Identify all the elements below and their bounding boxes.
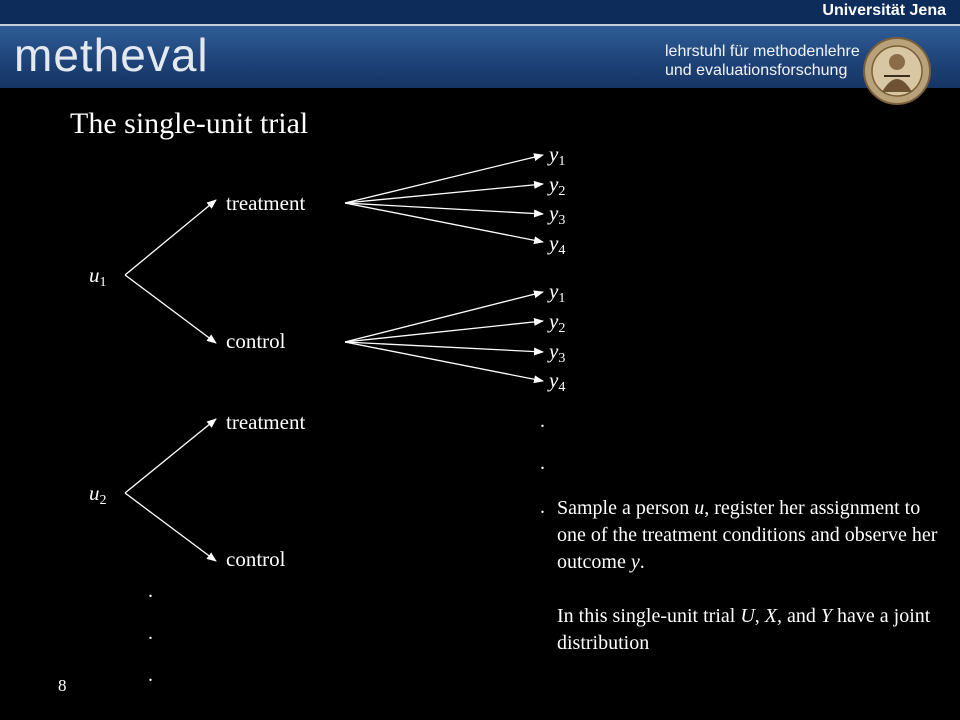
chair-line-2: und evaluationsforschung — [665, 62, 848, 79]
chair-line-1: lehrstuhl für methodenlehre — [665, 43, 860, 60]
condition-control-2: control — [226, 547, 286, 571]
top-divider — [0, 24, 960, 26]
edge-t-y4 — [344, 202, 544, 245]
chair-name: lehrstuhl für methodenlehre und evaluati… — [665, 42, 860, 80]
explanation-paragraph-1: Sample a person u, register her assignme… — [557, 497, 938, 573]
edge-t-y2 — [344, 180, 544, 204]
outcome-c-y1: y1 — [549, 279, 566, 306]
explanation-text: Sample a person u, register her assignme… — [557, 495, 952, 684]
edge-u2-control — [124, 492, 217, 562]
header-banner — [0, 26, 960, 88]
outcome-c-y4: y4 — [549, 368, 566, 395]
edge-u1-treatment — [124, 199, 217, 276]
edge-c-y1 — [344, 290, 544, 343]
unit-node-u2: u2 — [89, 481, 107, 508]
outcome-t-y2: y2 — [549, 172, 566, 199]
metheval-logo: metheval — [14, 29, 209, 81]
ellipsis-dot: . — [148, 664, 153, 686]
ellipsis-dot: . — [148, 580, 153, 602]
edge-u1-control — [124, 274, 217, 344]
top-bar — [0, 0, 960, 24]
ellipsis-dot: . — [148, 622, 153, 644]
slide-title: The single-unit trial — [70, 107, 309, 140]
explanation-paragraph-2: In this single-unit trial U, X, and Y ha… — [557, 605, 931, 654]
edge-t-y3 — [344, 202, 544, 218]
edge-c-y2 — [344, 317, 544, 343]
edge-c-y4 — [344, 341, 544, 384]
outcome-t-y1: y1 — [549, 142, 566, 169]
edge-u2-treatment — [124, 418, 217, 494]
outcome-c-y2: y2 — [549, 309, 566, 336]
edge-c-y3 — [344, 341, 544, 356]
ellipsis-dot: . — [540, 452, 545, 474]
outcome-t-y4: y4 — [549, 231, 566, 258]
university-seal-icon — [863, 37, 931, 105]
condition-treatment-1: treatment — [226, 191, 306, 215]
condition-treatment-2: treatment — [226, 410, 306, 434]
condition-control-1: control — [226, 329, 286, 353]
page-number: 8 — [58, 676, 67, 695]
edge-t-y1 — [344, 153, 544, 204]
outcome-c-y3: y3 — [549, 339, 566, 366]
university-name: Universität Jena — [822, 2, 946, 19]
outcome-t-y3: y3 — [549, 201, 566, 228]
ellipsis-dot: . — [540, 496, 545, 518]
unit-node-u1: u1 — [89, 263, 107, 290]
ellipsis-dot: . — [540, 410, 545, 432]
